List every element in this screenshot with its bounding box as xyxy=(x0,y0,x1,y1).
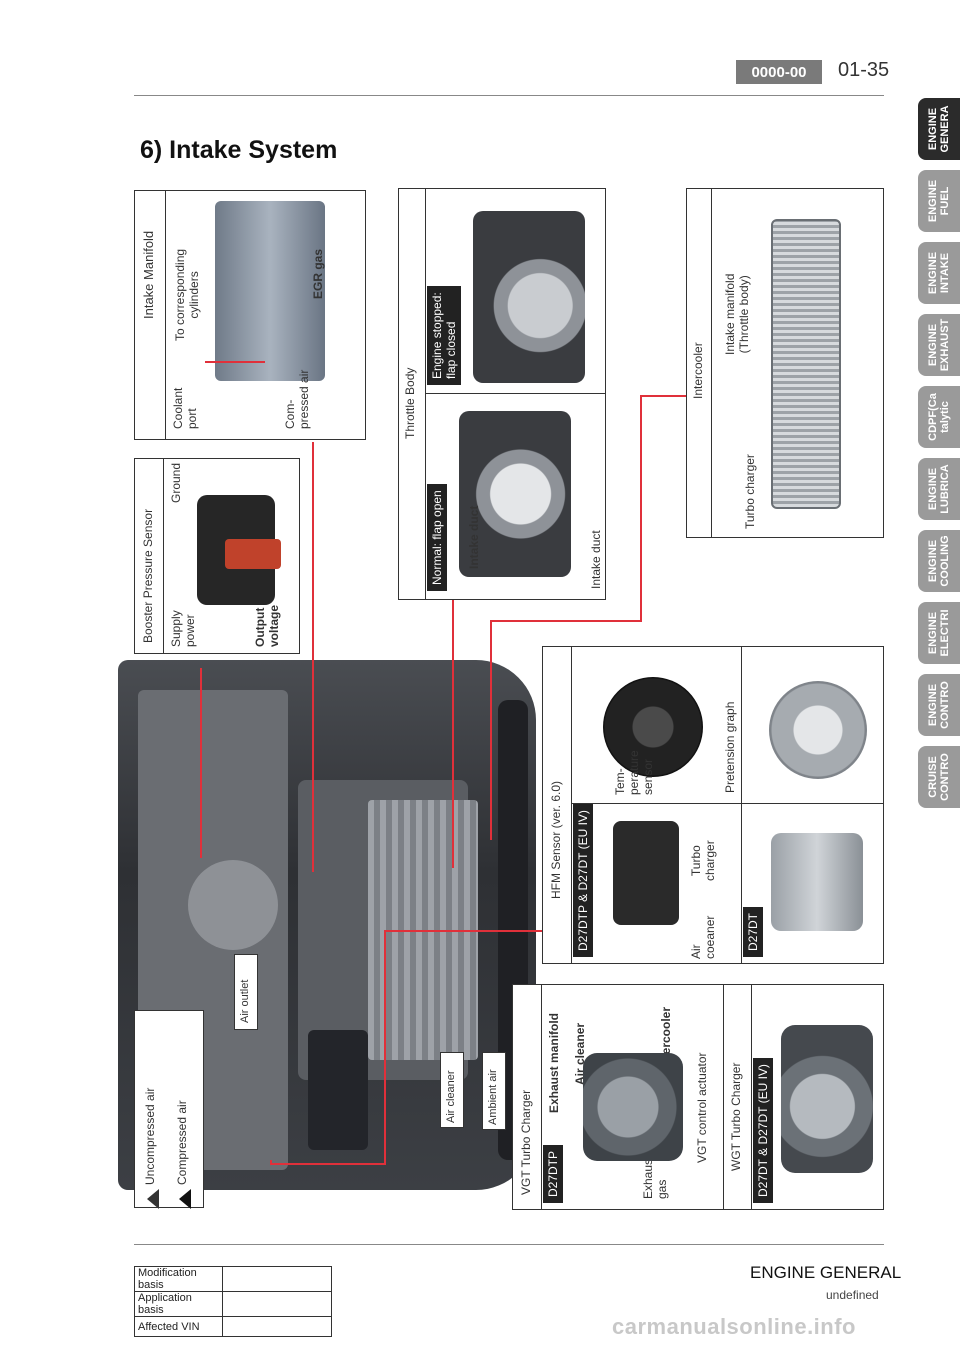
air-cleaner-label-box: Air cleaner xyxy=(440,1052,464,1128)
vgt-variant-2-badge: D27DT & D27DT (EU IV) xyxy=(753,1058,773,1203)
hfm-air-cleaner-label: Air coeaner xyxy=(689,915,717,959)
header-divider xyxy=(134,95,884,96)
leader-line xyxy=(200,668,202,858)
tab-engine-lubrication[interactable]: ENGINE LUBRICA xyxy=(918,458,960,520)
hfm-sensor-title: HFM Sensor (ver. 6.0) xyxy=(549,780,563,899)
air-outlet-label-box: Air outlet xyxy=(234,954,258,1030)
turbo-charger-label: Turbo charger xyxy=(743,454,757,529)
tab-engine-cooling[interactable]: ENGINE COOLING xyxy=(918,530,960,592)
intercooler-photo xyxy=(771,219,841,509)
legend-compressed-label: Compressed air xyxy=(175,1100,189,1185)
page-number: 01-35 xyxy=(838,59,890,81)
leader-line xyxy=(640,395,642,622)
table-key: Affected VIN xyxy=(134,1316,223,1337)
intake-manifold-throttle-label: Intake manifold (Throttle body) xyxy=(723,273,751,355)
hfm-d27dt-disc-photo xyxy=(769,681,867,779)
hfm-variant-1-badge: D27DTP & D27DT (EU IV) xyxy=(573,804,593,957)
throttle-closed-photo xyxy=(473,211,585,383)
output-voltage-label: Output voltage xyxy=(253,604,281,647)
leader-line xyxy=(270,1163,385,1165)
table-row: Application basis xyxy=(134,1291,332,1317)
hfm-sensor-disc-photo xyxy=(603,677,703,777)
page-title: 6) Intake System xyxy=(140,136,338,164)
intake-duct-label-1: Intake duct xyxy=(467,505,481,569)
pretension-graph-label: Pretension graph xyxy=(723,701,737,793)
tab-cruise-control[interactable]: CRUISE CONTRO xyxy=(918,746,960,808)
vgt-variant-1-badge: D27DTP xyxy=(543,1144,563,1203)
ambient-air-label-box: Ambient air xyxy=(482,1052,506,1130)
footer-subtitle: undefined xyxy=(826,1288,879,1302)
hfm-d27dt-photo xyxy=(771,833,863,931)
intake-duct-label-2: Intake duct xyxy=(589,530,603,589)
exhaust-manifold-label: Exhaust manifold xyxy=(547,1012,561,1113)
tab-cdpf[interactable]: CDPF(Ca talytic xyxy=(918,386,960,448)
tab-engine-control[interactable]: ENGINE CONTRO xyxy=(918,674,960,736)
solid-arrow-icon xyxy=(179,1189,191,1209)
leader-line xyxy=(490,620,640,622)
tab-engine-exhaust[interactable]: ENGINE EXHAUST xyxy=(918,314,960,376)
tab-engine-general[interactable]: ENGINE GENERA xyxy=(918,98,960,160)
section-code: 0000-00 xyxy=(736,60,822,84)
leader-line xyxy=(312,442,314,872)
to-cylinders-label: To corresponding cylinders xyxy=(173,248,201,341)
intercooler-title: Intercooler xyxy=(691,342,705,399)
vgt-actuator-label: VGT control actuator xyxy=(695,1052,709,1164)
hfm-turbo-charger-label: Turbo charger xyxy=(689,840,717,881)
hollow-arrow-icon xyxy=(147,1189,159,1209)
table-value xyxy=(222,1316,332,1337)
wgt-turbo-photo xyxy=(781,1025,873,1173)
air-outlet-label: Air outlet xyxy=(239,979,251,1023)
table-value xyxy=(222,1291,332,1317)
legend-panel: Uncompressed air Compressed air xyxy=(134,1010,204,1209)
leader-line xyxy=(270,1160,272,1165)
intake-manifold-title: Intake Manifold xyxy=(141,230,156,319)
vgt-turbo-photo xyxy=(583,1053,683,1161)
normal-flap-open-badge: Normal: flap open xyxy=(427,484,447,591)
leader-line xyxy=(384,930,544,932)
air-cleaner-engine-label: Air cleaner xyxy=(445,1070,457,1123)
table-value xyxy=(222,1266,332,1292)
temperature-sensor-label: Tem- perature sensor xyxy=(613,750,655,795)
leader-line xyxy=(490,620,492,840)
booster-sensor-title: Booster Pressure Sensor xyxy=(141,508,155,643)
legend-uncompressed-label: Uncompressed air xyxy=(143,1087,157,1185)
watermark: carmanualsonline.info xyxy=(612,1314,856,1339)
table-row: Modification basis xyxy=(134,1266,332,1292)
throttle-body-panel: Throttle Body Engine stopped: flap close… xyxy=(398,188,606,600)
modification-table: Modification basis Application basis Aff… xyxy=(134,1266,332,1337)
throttle-body-title: Throttle Body xyxy=(403,367,417,439)
hfm-sensor-panel: HFM Sensor (ver. 6.0) D27DTP & D27DT (EU… xyxy=(542,646,884,964)
engine-stopped-badge: Engine stopped: flap closed xyxy=(427,286,461,385)
table-row: Affected VIN xyxy=(134,1316,332,1337)
tab-engine-intake[interactable]: ENGINE INTAKE xyxy=(918,242,960,304)
coolant-port-label: Coolant port xyxy=(171,387,199,429)
booster-sensor-panel: Booster Pressure Sensor Supply power Gro… xyxy=(134,458,300,654)
ground-label: Ground xyxy=(169,462,183,503)
tab-engine-fuel[interactable]: ENGINE FUEL xyxy=(918,170,960,232)
compressed-air-label: Com- pressed air xyxy=(283,369,311,429)
intercooler-panel: Intercooler Intake manifold (Throttle bo… xyxy=(686,188,884,538)
table-key: Modification basis xyxy=(134,1266,223,1292)
leader-line xyxy=(452,598,454,868)
footer-divider xyxy=(134,1244,884,1245)
wgt-title: WGT Turbo Charger xyxy=(729,1062,743,1171)
intake-manifold-panel: Intake Manifold Coolant port To correspo… xyxy=(134,190,366,440)
tab-engine-electrical[interactable]: ENGINE ELECTRI xyxy=(918,602,960,664)
ambient-air-label: Ambient air xyxy=(487,1069,499,1125)
leader-line xyxy=(640,395,686,397)
leader-line xyxy=(384,930,386,1165)
hfm-variant-2-badge: D27DT xyxy=(743,906,763,957)
hfm-sensor-photo xyxy=(613,821,679,925)
vgt-title: VGT Turbo Charger xyxy=(519,1089,533,1195)
egr-gas-label: EGR gas xyxy=(311,248,325,299)
table-key: Application basis xyxy=(134,1291,223,1317)
vgt-turbo-panel: VGT Turbo Charger D27DTP Exhaust manifol… xyxy=(512,984,884,1210)
exhaust-gas-label: Exhaust gas xyxy=(641,1155,669,1199)
throttle-open-photo xyxy=(459,411,571,577)
supply-power-label: Supply power xyxy=(169,610,197,647)
footer-title: ENGINE GENERAL xyxy=(750,1263,902,1282)
intake-manifold-photo xyxy=(215,201,325,381)
